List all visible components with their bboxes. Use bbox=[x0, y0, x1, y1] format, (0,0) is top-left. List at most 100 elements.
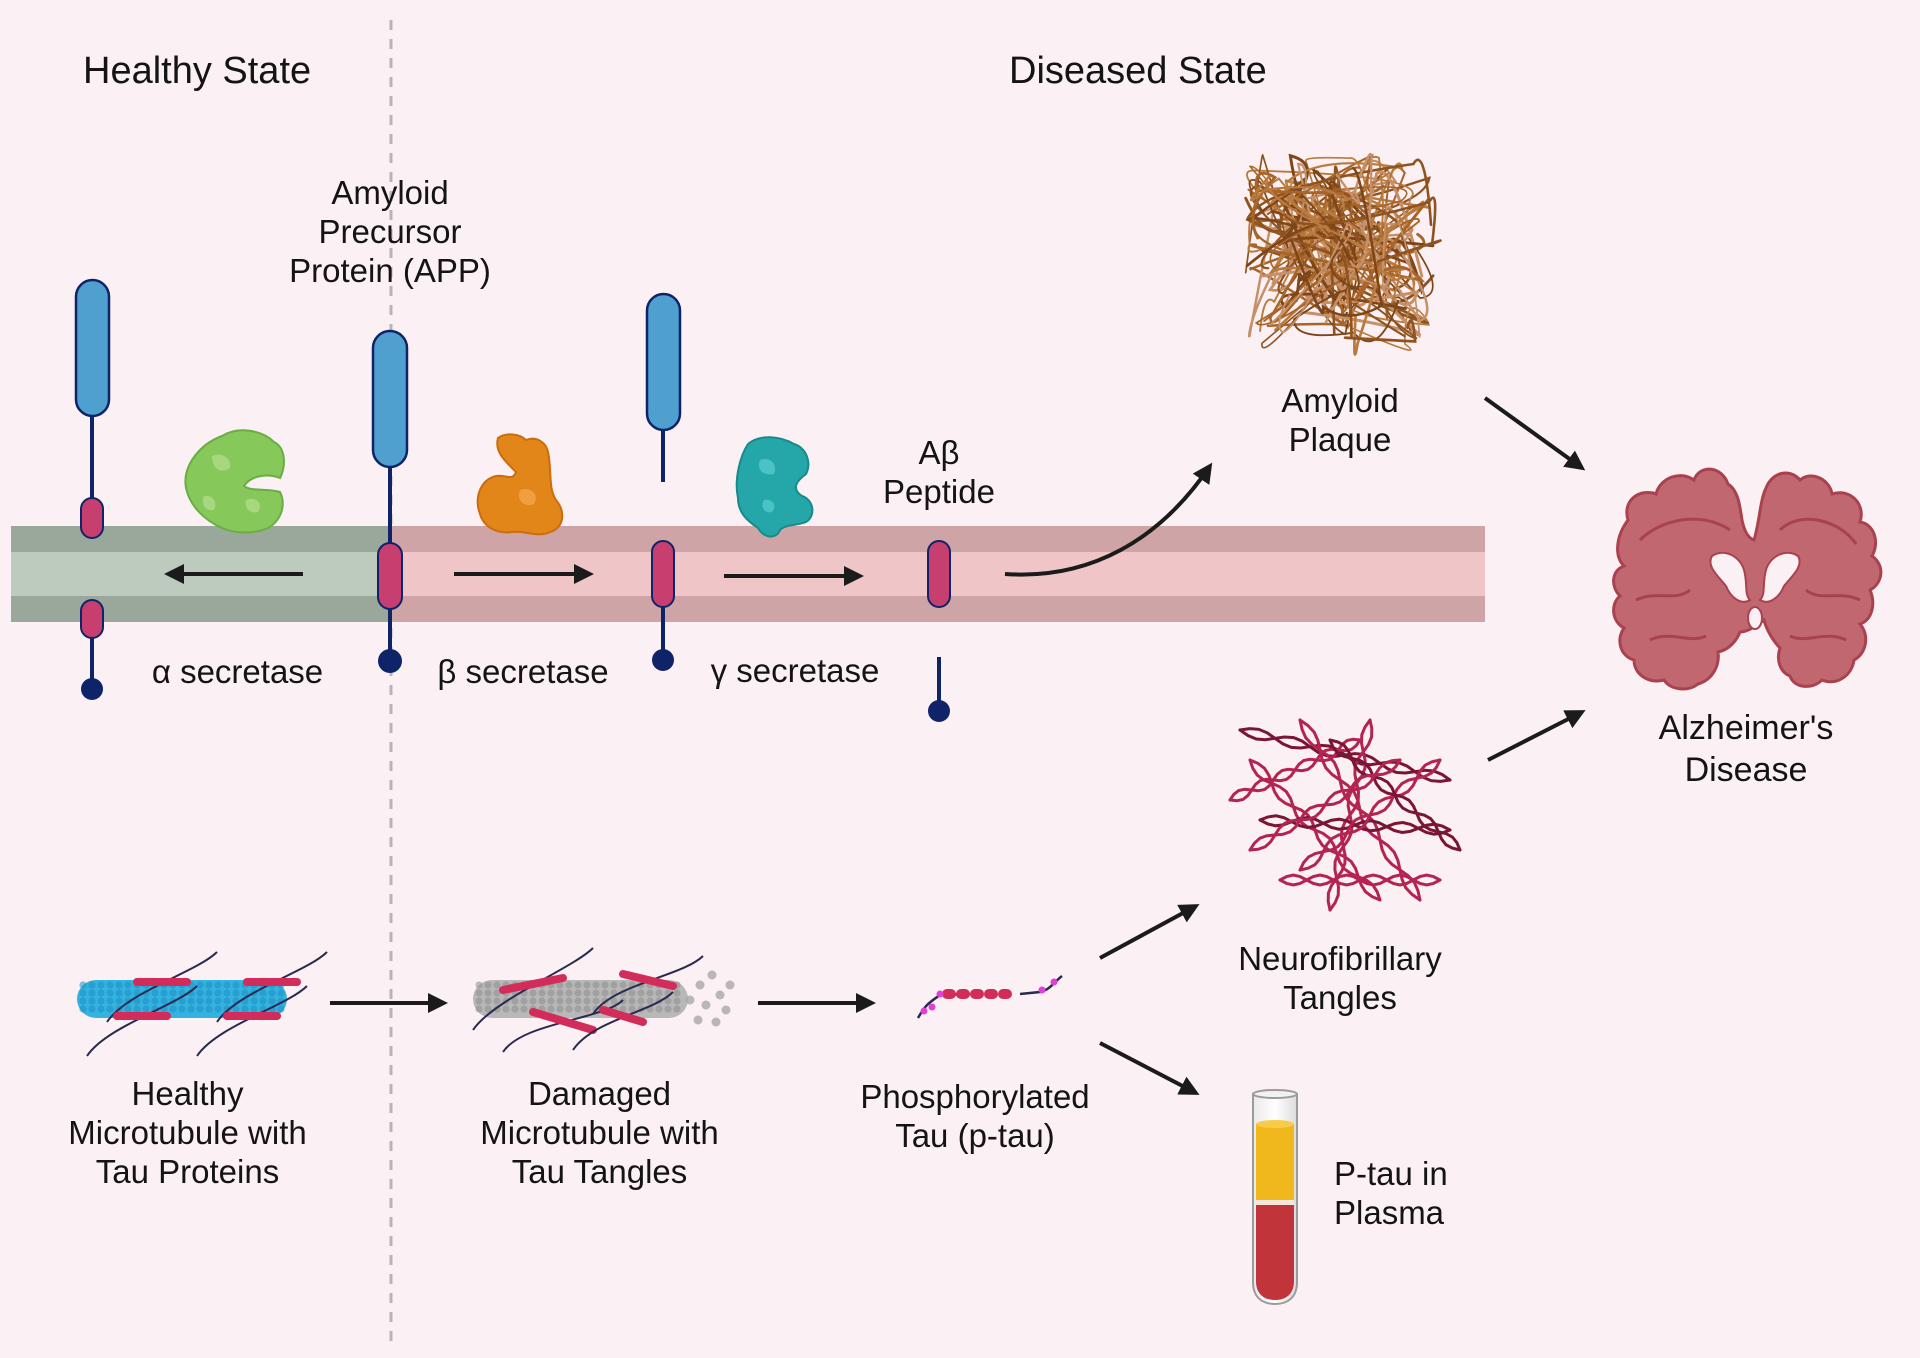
tangle-filament bbox=[1228, 738, 1362, 802]
tubulin-subunit bbox=[565, 981, 573, 989]
plaque-fiber bbox=[1254, 217, 1420, 326]
tau-protein bbox=[599, 1006, 647, 1026]
plaque-fiber bbox=[1284, 162, 1404, 283]
tubulin-subunit bbox=[565, 1005, 573, 1013]
amyloid-plaque-label: Amyloid Plaque bbox=[1281, 382, 1399, 458]
tubulin-subunit bbox=[583, 997, 591, 1005]
tubulin-subunit bbox=[214, 981, 222, 989]
plaque-fiber bbox=[1247, 184, 1360, 291]
brain-coronal-section bbox=[1612, 467, 1883, 691]
tubulin-subunit bbox=[529, 989, 537, 997]
tubulin-subunit bbox=[142, 1005, 150, 1013]
tubulin-subunit bbox=[241, 989, 249, 997]
tau-protein bbox=[529, 1008, 597, 1034]
tubulin-subunit bbox=[196, 981, 204, 989]
tubulin-subunit bbox=[520, 997, 528, 1005]
alpha-secretase-label: α secretase bbox=[151, 653, 324, 690]
tubulin-debris bbox=[693, 1015, 703, 1025]
tubulin-subunit bbox=[88, 989, 96, 997]
tubulin-subunit bbox=[493, 997, 501, 1005]
tubulin-subunit bbox=[232, 1005, 240, 1013]
tubulin-subunit bbox=[583, 1005, 591, 1013]
tangle-filament bbox=[1328, 738, 1462, 852]
tubulin-subunit bbox=[619, 1005, 627, 1013]
tubulin-subunit bbox=[88, 997, 96, 1005]
tubulin-subunit bbox=[205, 989, 213, 997]
tubulin-subunit bbox=[106, 981, 114, 989]
tubulin-subunit bbox=[556, 981, 564, 989]
tubulin-subunit bbox=[673, 989, 681, 997]
tubulin-subunit bbox=[493, 981, 501, 989]
tangle-filament bbox=[1298, 758, 1442, 872]
tubulin-subunit bbox=[565, 989, 573, 997]
tubulin-subunit bbox=[124, 981, 132, 989]
tubulin-subunit bbox=[601, 989, 609, 997]
tubulin-subunit bbox=[655, 1005, 663, 1013]
tubulin-subunit bbox=[475, 981, 483, 989]
ptau-plasma-label: P-tau in Plasma bbox=[1334, 1155, 1448, 1231]
diseased-state-header: Diseased State bbox=[1009, 50, 1267, 92]
tubulin-subunit bbox=[205, 1005, 213, 1013]
damaged-microtubule bbox=[472, 947, 735, 1053]
phosphorylated-tau bbox=[916, 975, 1063, 1019]
tubulin-subunit bbox=[214, 997, 222, 1005]
ptau-to-tangles-arrow bbox=[1099, 904, 1200, 960]
tubulin-subunit bbox=[97, 989, 105, 997]
tubulin-subunit bbox=[277, 989, 285, 997]
tubulin-debris bbox=[721, 1005, 731, 1015]
tubulin-subunit bbox=[484, 997, 492, 1005]
tubulin-subunit bbox=[619, 981, 627, 989]
tau-protein bbox=[619, 970, 677, 990]
tubulin-debris bbox=[707, 970, 717, 980]
alpha-secretase-enzyme bbox=[184, 429, 285, 534]
tubulin-subunit bbox=[178, 997, 186, 1005]
tubulin-subunit bbox=[160, 997, 168, 1005]
tubulin-subunit bbox=[205, 981, 213, 989]
healthy-microtubule bbox=[77, 951, 328, 1057]
tubulin-subunit bbox=[169, 989, 177, 997]
app-intact bbox=[371, 329, 409, 673]
tubulin-subunit bbox=[79, 989, 87, 997]
tubulin-subunit bbox=[196, 989, 204, 997]
tubulin-subunit bbox=[583, 989, 591, 997]
tubulin-subunit bbox=[610, 997, 618, 1005]
healthy-state-header: Healthy State bbox=[83, 50, 312, 92]
tubulin-subunit bbox=[259, 989, 267, 997]
tubulin-subunit bbox=[106, 989, 114, 997]
tubulin-debris bbox=[711, 1017, 721, 1027]
beta-secretase-label: β secretase bbox=[437, 653, 609, 690]
tubulin-subunit bbox=[592, 981, 600, 989]
tubulin-subunit bbox=[511, 997, 519, 1005]
tubulin-subunit bbox=[646, 989, 654, 997]
tubulin-subunit bbox=[124, 1005, 132, 1013]
tubulin-subunit bbox=[484, 981, 492, 989]
plaque-fiber bbox=[1352, 260, 1416, 304]
tubulin-subunit bbox=[628, 997, 636, 1005]
neurofibrillary-tangles-label: Neurofibrillary Tangles bbox=[1238, 940, 1442, 1016]
tubulin-subunit bbox=[574, 1005, 582, 1013]
tubulin-subunit bbox=[538, 989, 546, 997]
tubulin-subunit bbox=[115, 981, 123, 989]
tubulin-subunit bbox=[547, 1005, 555, 1013]
ptau-to-plasma-arrow bbox=[1099, 1041, 1200, 1095]
tubulin-subunit bbox=[574, 989, 582, 997]
tubulin-subunit bbox=[115, 989, 123, 997]
tubulin-subunit bbox=[628, 989, 636, 997]
tubulin-subunit bbox=[574, 981, 582, 989]
tubulin-subunit bbox=[637, 989, 645, 997]
tubulin-subunit bbox=[115, 997, 123, 1005]
tubulin-subunit bbox=[133, 1005, 141, 1013]
tubulin-debris bbox=[701, 1000, 711, 1010]
tubulin-subunit bbox=[79, 981, 87, 989]
tubulin-subunit bbox=[493, 989, 501, 997]
neurofibrillary-tangles bbox=[1228, 718, 1462, 912]
damaged-microtubule-label: Damaged Microtubule with Tau Tangles bbox=[480, 1075, 719, 1190]
plaque-fiber bbox=[1335, 152, 1373, 268]
abeta-to-plaque-arrow bbox=[1004, 462, 1213, 577]
tubulin-subunit bbox=[268, 989, 276, 997]
abeta-peptide-label: Aβ Peptide bbox=[883, 434, 995, 510]
tubulin-subunit bbox=[574, 997, 582, 1005]
app-beta-cleaved bbox=[645, 292, 682, 671]
tubulin-subunit bbox=[151, 989, 159, 997]
tubulin-subunit bbox=[178, 1005, 186, 1013]
